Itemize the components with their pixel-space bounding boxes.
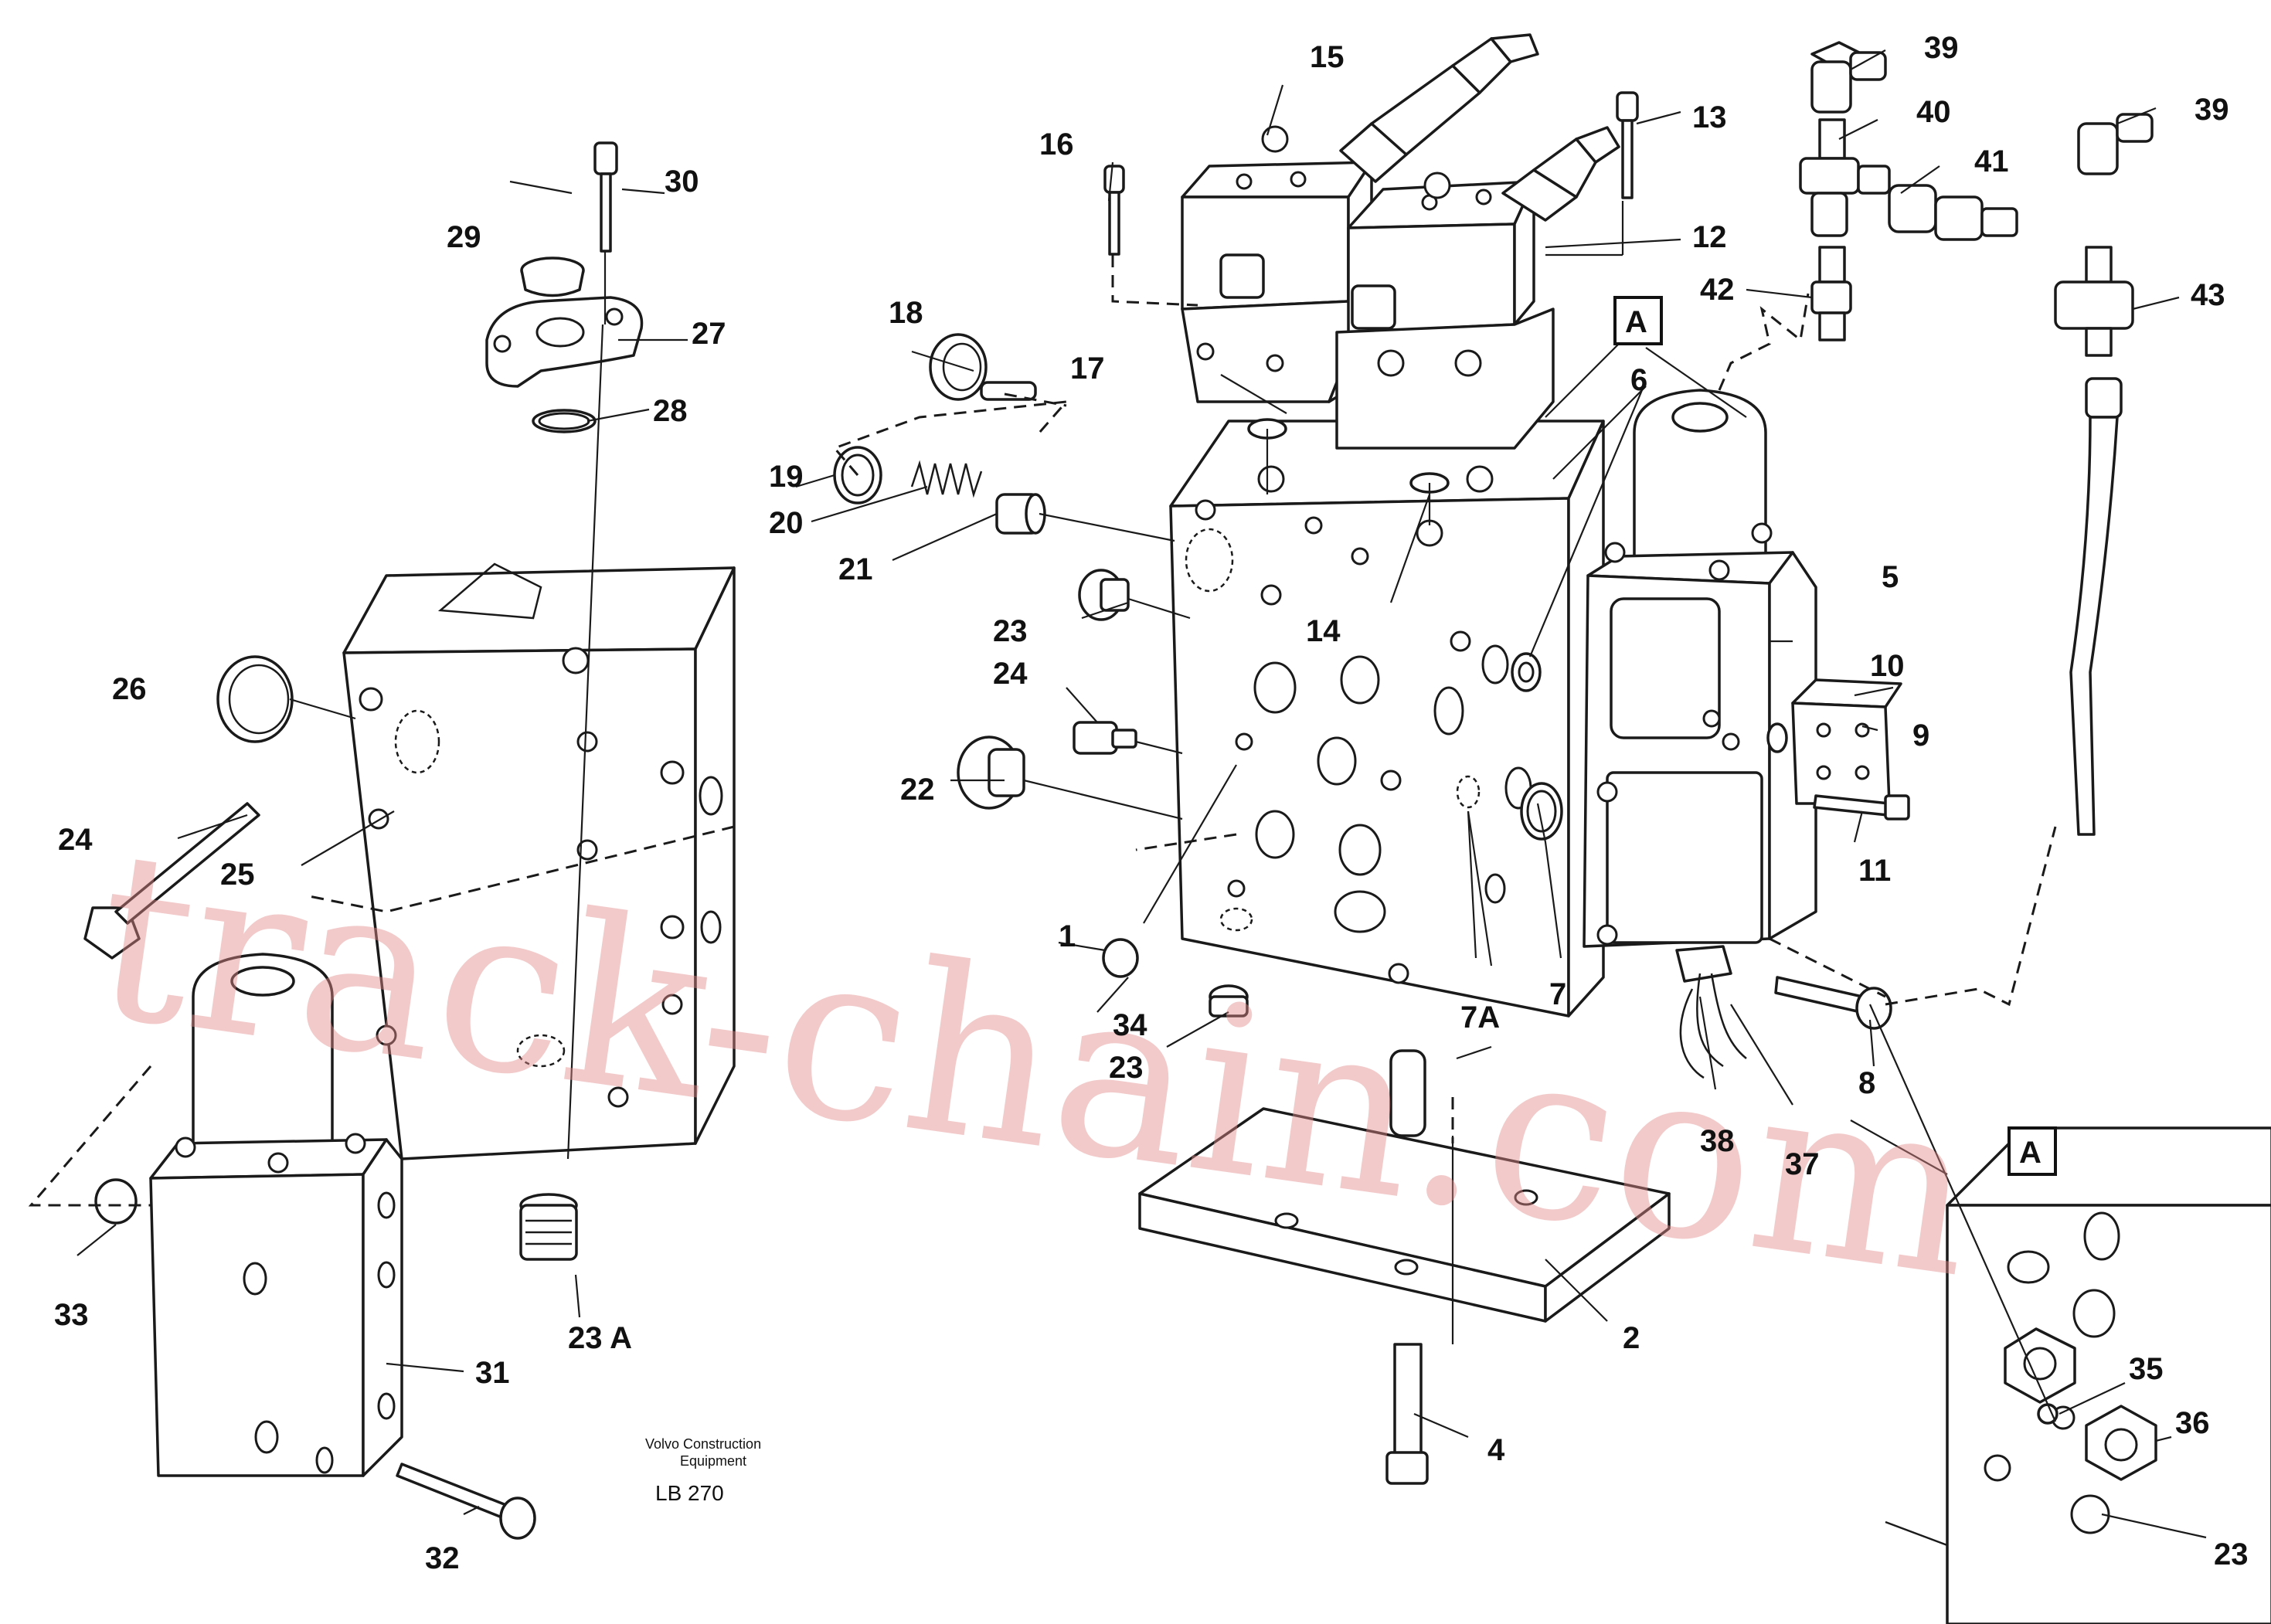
- callout-10: 10: [1870, 649, 1905, 683]
- manufacturer-line1: Volvo Construction: [645, 1436, 761, 1452]
- callout-13: 13: [1692, 100, 1727, 134]
- callout-34: 34: [1113, 1008, 1147, 1042]
- small-parts: [83, 91, 2059, 1540]
- section-marker-a-detail-label: A: [2019, 1136, 2042, 1170]
- callout-26: 26: [112, 672, 147, 706]
- callout-9: 9: [1912, 719, 1929, 753]
- callout-21: 21: [838, 552, 873, 586]
- callout-33: 33: [54, 1298, 89, 1332]
- valve-block-1: [1169, 420, 1605, 1018]
- manufacturer-line2: Equipment: [680, 1453, 746, 1469]
- callout-1: 1: [1059, 919, 1076, 953]
- dashed-guides: [28, 255, 2057, 1207]
- callout-15: 15: [1310, 40, 1345, 74]
- callout-36: 36: [2175, 1406, 2210, 1440]
- callout-24-fitting: 24: [993, 657, 1028, 691]
- callout-38: 38: [1700, 1124, 1735, 1158]
- callout-25: 25: [220, 858, 255, 892]
- callout-31: 31: [475, 1356, 510, 1390]
- solenoid-valve-31: [149, 953, 403, 1477]
- callout-7: 7: [1549, 977, 1566, 1011]
- callout-17: 17: [1070, 352, 1105, 386]
- solenoid-valve-12: [1335, 126, 1620, 450]
- callout-18: 18: [889, 296, 923, 330]
- callout-20: 20: [769, 506, 804, 540]
- detail-a-block: [1885, 1126, 2271, 1624]
- section-marker-a-label: A: [1625, 305, 1647, 339]
- valve-block-25: [342, 562, 736, 1160]
- callout-27: 27: [692, 317, 726, 351]
- callout-12: 12: [1692, 220, 1727, 254]
- callout-32: 32: [425, 1541, 460, 1575]
- fittings-39-43: [1799, 41, 2154, 836]
- leader-lines: [76, 49, 2207, 1539]
- cover-plate-9: [1766, 678, 1902, 805]
- callout-7a: 7A: [1460, 1001, 1500, 1035]
- callout-6: 6: [1630, 363, 1647, 397]
- callout-35: 35: [2129, 1352, 2164, 1386]
- section-marker-a-detail: A: [2008, 1126, 2057, 1176]
- callout-14: 14: [1306, 614, 1341, 648]
- callout-24-bolt: 24: [58, 823, 93, 857]
- drawing-code: LB 270: [655, 1481, 724, 1505]
- callout-43: 43: [2191, 278, 2225, 312]
- callout-8: 8: [1858, 1066, 1875, 1100]
- part-callouts: 1 2 4 5 6 7 7A 8 9 10 11 12 13 14 15 16 …: [54, 31, 2249, 1575]
- callout-23a: 23 A: [568, 1321, 632, 1355]
- callout-22: 22: [900, 773, 935, 807]
- solenoid-valve-5: [1583, 389, 1817, 1068]
- callout-42: 42: [1700, 273, 1735, 307]
- callout-23-detail: 23: [2214, 1537, 2249, 1571]
- callout-40: 40: [1916, 95, 1951, 129]
- callout-39-left: 39: [1924, 31, 1959, 65]
- section-marker-a-top: A: [1613, 296, 1663, 345]
- callout-29: 29: [447, 220, 481, 254]
- callout-41: 41: [1974, 144, 2009, 178]
- base-plate-2: [1138, 1107, 1671, 1323]
- callout-2: 2: [1623, 1321, 1640, 1355]
- callout-5: 5: [1882, 560, 1899, 594]
- callout-23-upper: 23: [993, 614, 1028, 648]
- callout-30: 30: [665, 165, 699, 199]
- callout-19: 19: [769, 460, 804, 494]
- callout-4: 4: [1487, 1433, 1505, 1467]
- callout-28: 28: [653, 394, 688, 428]
- callout-23-lower: 23: [1109, 1051, 1144, 1085]
- callout-11: 11: [1858, 854, 1891, 888]
- callout-37: 37: [1785, 1147, 1820, 1181]
- callout-39-right: 39: [2195, 93, 2229, 127]
- callout-16: 16: [1039, 127, 1074, 161]
